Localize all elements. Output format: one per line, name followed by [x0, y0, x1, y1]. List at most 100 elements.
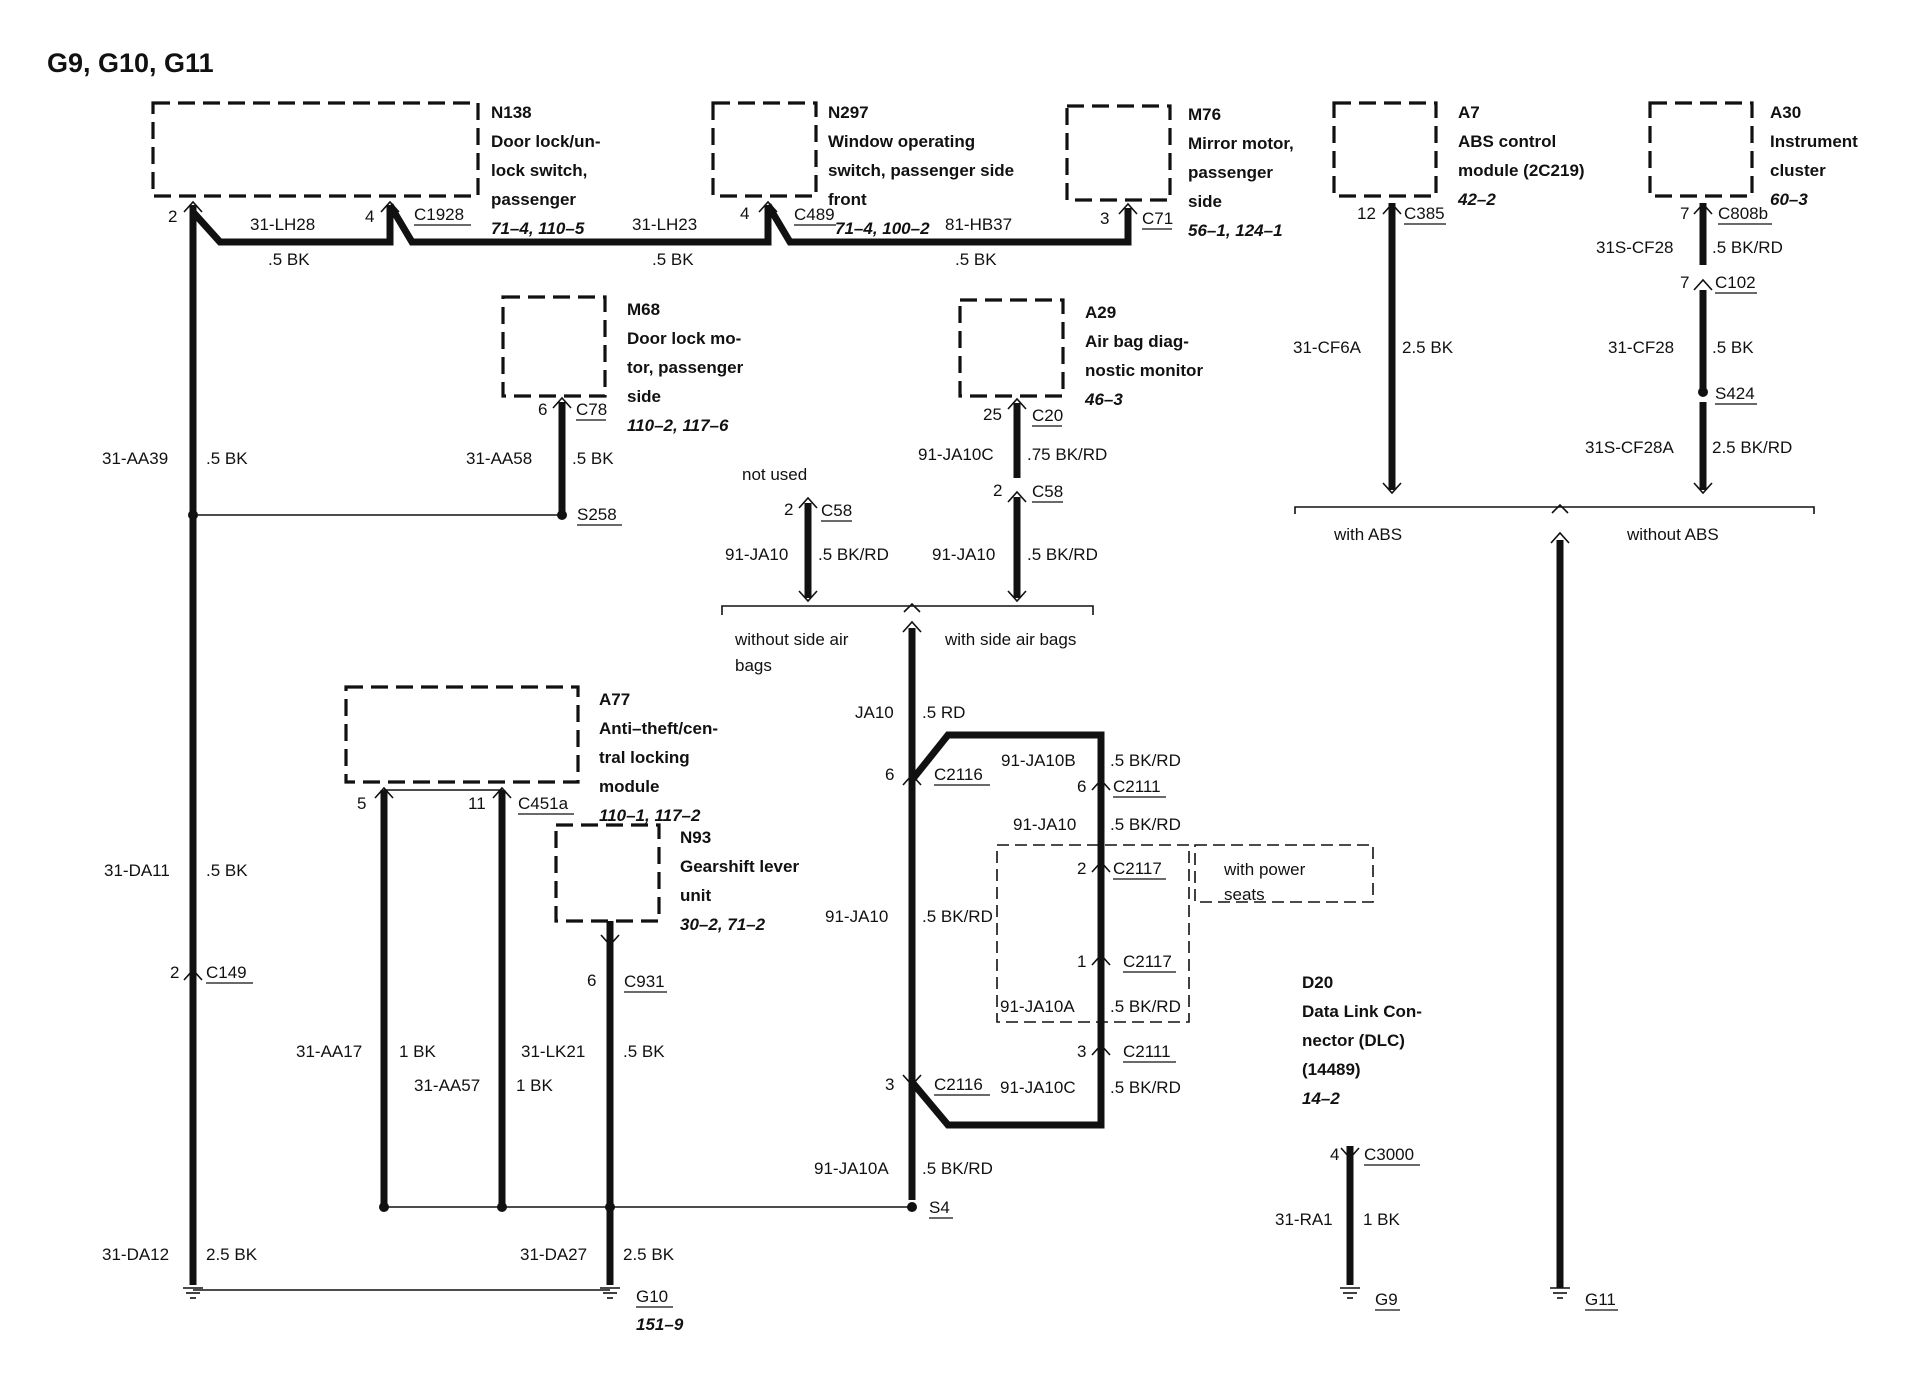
- d20-desc-3: (14489): [1302, 1060, 1361, 1079]
- note-with-power-seats-1: with power: [1223, 860, 1306, 879]
- n93-refs: 30–2, 71–2: [680, 915, 766, 934]
- wire-spec-31-lk21: .5 BK: [623, 1042, 665, 1061]
- m76-box: [1065, 104, 1172, 202]
- connector-c58-right: C58: [1032, 482, 1063, 501]
- pin-m76-3: 3: [1100, 209, 1109, 228]
- pin-c58-2-right: 2: [993, 481, 1002, 500]
- pin-a29-25: 25: [983, 405, 1002, 424]
- abs-option-bracket: [1294, 506, 1815, 514]
- connector-c2117-top: C2117: [1113, 859, 1162, 878]
- a7-box: [1332, 101, 1438, 198]
- connector-c451a: C451a: [518, 794, 569, 813]
- ground-symbol-g10-left: [183, 1287, 203, 1299]
- wire-spec-31-da27: 2.5 BK: [623, 1245, 675, 1264]
- wire-31-lh23: [386, 203, 772, 246]
- connector-c2111-bottom: C2111: [1123, 1042, 1171, 1061]
- a30-refs: 60–3: [1770, 190, 1808, 209]
- with-power-seats-box: [1194, 844, 1374, 903]
- wire-spec-31-cf6a: 2.5 BK: [1402, 338, 1454, 357]
- wire-spec-31-ra1: 1 BK: [1363, 1210, 1401, 1229]
- a77-desc-1: Anti–theft/cen-: [599, 719, 718, 738]
- ground-g10-ref: 151–9: [636, 1315, 684, 1334]
- wire-spec-31-aa39: .5 BK: [206, 449, 248, 468]
- wire-label-31-ra1: 31-RA1: [1275, 1210, 1333, 1229]
- a7-refs: 42–2: [1457, 190, 1496, 209]
- connector-c2116-top: C2116: [934, 765, 983, 784]
- pin-c2116-6: 6: [885, 765, 894, 784]
- pin-n297-4: 4: [740, 204, 749, 223]
- m76-desc-1: Mirror motor,: [1188, 134, 1294, 153]
- wire-spec-91-ja10a-loop: .5 BK/RD: [1110, 997, 1181, 1016]
- wire-label-91-ja10-main: 91-JA10: [825, 907, 888, 926]
- a7-label: A7 ABS control module (2C219) 42–2: [1457, 103, 1585, 209]
- wire-label-31-lh23: 31-LH23: [632, 215, 697, 234]
- a77-refs: 110–1, 117–2: [599, 806, 701, 825]
- d20-id: D20: [1302, 973, 1333, 992]
- connector-ids: C1928 C489 C71 C385 C808b C102 C78 C20 C…: [206, 204, 1772, 1166]
- d20-desc-1: Data Link Con-: [1302, 1002, 1422, 1021]
- note-without-side-air-bags-1: without side air: [734, 630, 849, 649]
- note-not-used: not used: [742, 465, 807, 484]
- m68-desc-2: tor, passenger: [627, 358, 744, 377]
- wire-label-31-da27: 31-DA27: [520, 1245, 587, 1264]
- wire-spec-31-da11: .5 BK: [206, 861, 248, 880]
- a7-id: A7: [1458, 103, 1480, 122]
- a29-label: A29 Air bag diag- nostic monitor 46–3: [1084, 303, 1203, 409]
- pin-c2116-3: 3: [885, 1075, 894, 1094]
- wire-spec-31-cf28: .5 BK: [1712, 338, 1754, 357]
- wire-spec-91-ja10-mid: .5 BK/RD: [1110, 815, 1181, 834]
- connector-c58-left: C58: [821, 501, 852, 520]
- option-notes: not used with ABS without ABS without si…: [734, 465, 1719, 904]
- connector-c102: C102: [1715, 273, 1756, 292]
- pin-a77-5: 5: [357, 794, 366, 813]
- m68-id: M68: [627, 300, 660, 319]
- n138-label: N138 Door lock/un- lock switch, passenge…: [491, 103, 601, 238]
- connector-c931: C931: [624, 972, 665, 991]
- pin-c2111-6: 6: [1077, 777, 1086, 796]
- a29-desc-2: nostic monitor: [1085, 361, 1203, 380]
- pin-c2111-3: 3: [1077, 1042, 1086, 1061]
- wire-spec-91-ja10-main: .5 BK/RD: [922, 907, 993, 926]
- n138-desc-2: lock switch,: [491, 161, 587, 180]
- wire-label-31s-cf28: 31S-CF28: [1596, 238, 1673, 257]
- connector-c1928: C1928: [414, 205, 464, 224]
- wire-spec-81-hb37: .5 BK: [955, 250, 997, 269]
- note-without-side-air-bags-2: bags: [735, 656, 772, 675]
- wire-spec-31-aa57: 1 BK: [516, 1076, 554, 1095]
- pin-c2117-2: 2: [1077, 859, 1086, 878]
- wire-spec-91-ja10c-bottom: .5 BK/RD: [1110, 1078, 1181, 1097]
- n138-id: N138: [491, 103, 532, 122]
- ground-g10: G10: [636, 1287, 668, 1306]
- wire-spec-91-ja10b: .5 BK/RD: [1110, 751, 1181, 770]
- m76-label: M76 Mirror motor, passenger side 56–1, 1…: [1188, 105, 1294, 240]
- ground-symbol-g11: [1550, 1287, 1570, 1299]
- wire-label-91-ja10b: 91-JA10B: [1001, 751, 1076, 770]
- n297-label: N297 Window operating switch, passenger …: [828, 103, 1014, 238]
- wire-label-31-cf6a: 31-CF6A: [1293, 338, 1362, 357]
- wire-power-seat-loop: [909, 731, 1105, 1129]
- a29-id: A29: [1085, 303, 1116, 322]
- n138-box: [151, 101, 480, 198]
- note-without-abs: without ABS: [1626, 525, 1719, 544]
- s4-dot-3: [605, 1202, 615, 1212]
- wire-label-91-ja10-mid: 91-JA10: [1013, 815, 1076, 834]
- ground-g9: G9: [1375, 1290, 1398, 1309]
- n297-box: [711, 101, 818, 198]
- connector-c2111-top: C2111: [1113, 777, 1161, 796]
- pin-c2117-1: 1: [1077, 952, 1086, 971]
- a77-label: A77 Anti–theft/cen- tral locking module …: [599, 690, 718, 825]
- a77-desc-2: tral locking: [599, 748, 690, 767]
- s424-dot: [1698, 387, 1708, 397]
- wire-label-31-aa17: 31-AA17: [296, 1042, 362, 1061]
- n93-desc-1: Gearshift lever: [680, 857, 799, 876]
- airbag-bracket-join: [903, 602, 921, 613]
- s258-dot: [557, 510, 567, 520]
- connector-c78: C78: [576, 400, 607, 419]
- n138-desc-3: passenger: [491, 190, 576, 209]
- wire-label-31-da12: 31-DA12: [102, 1245, 169, 1264]
- wire-spec-31-lh23: .5 BK: [652, 250, 694, 269]
- wire-31-lh28: [190, 205, 394, 246]
- splice-s4: S4: [929, 1198, 950, 1217]
- s4-dot: [907, 1202, 917, 1212]
- m76-desc-3: side: [1188, 192, 1222, 211]
